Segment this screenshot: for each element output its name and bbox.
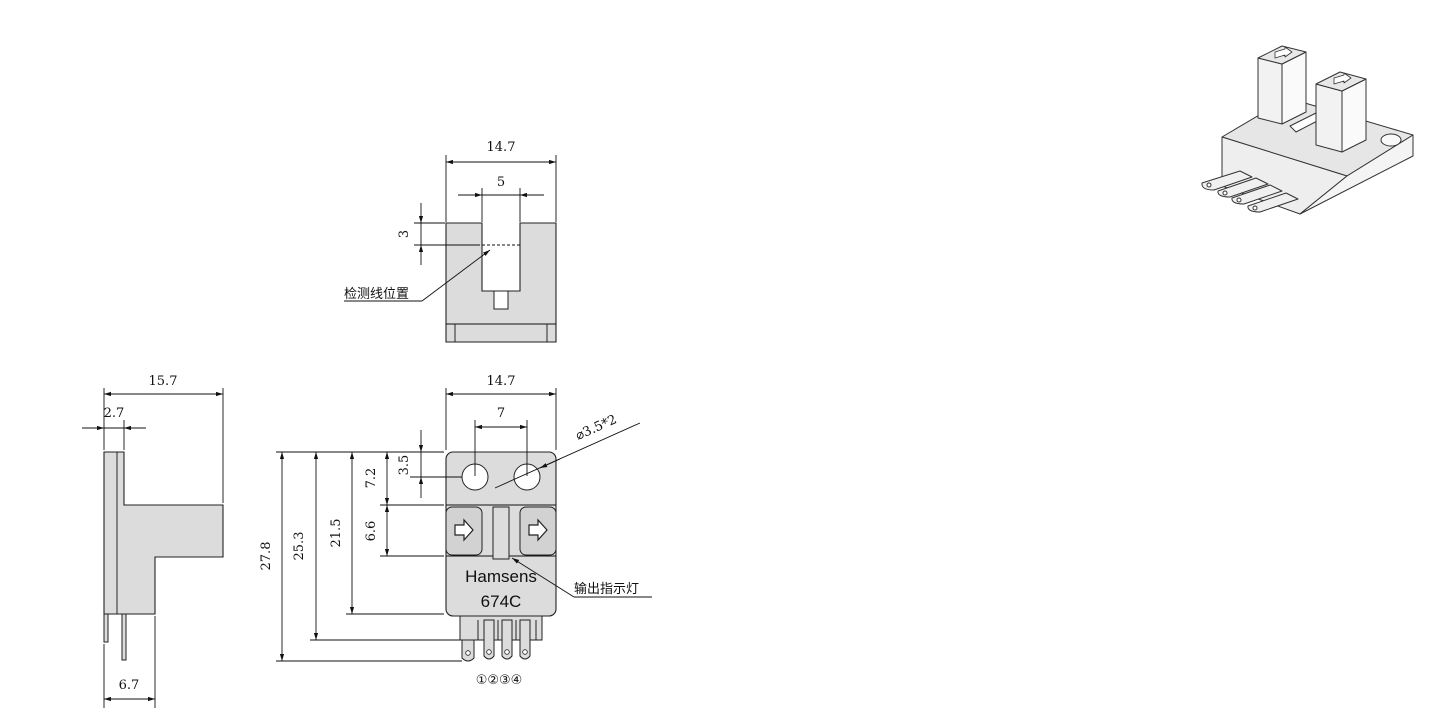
arrow-right-icon <box>528 518 548 542</box>
pin-numbers: ①②③④ <box>476 673 523 688</box>
dim-7-2: 7.2 <box>364 468 379 489</box>
top-view: Hamsens 674C ①②③④ 14.7 7 <box>259 374 652 688</box>
pins <box>461 619 537 662</box>
dim-6-6: 6.6 <box>364 521 379 542</box>
iso-arm-front-front <box>1315 83 1343 153</box>
iso-arm-rear-front <box>1257 57 1283 125</box>
side-pin <box>103 613 109 643</box>
side-offset-dim: 2.7 <box>104 406 125 421</box>
front-slot-tab <box>493 290 509 310</box>
dim-27-8: 27.8 <box>259 542 274 571</box>
dim-25-3: 25.3 <box>292 532 307 561</box>
iso-arm-rear-side <box>1281 51 1307 125</box>
indicator-slot <box>492 506 510 560</box>
dim-3-5: 3.5 <box>397 455 412 476</box>
iso-arm-front-side <box>1341 78 1367 153</box>
iso-pins <box>1201 170 1299 213</box>
front-slot-dim: 5 <box>497 175 505 190</box>
indicator-label: 输出指示灯 <box>574 581 639 597</box>
arrow-right-icon <box>454 518 474 542</box>
iso-base-right <box>1299 134 1414 215</box>
front-view: 14.7 5 3 检测线位置 <box>344 140 557 343</box>
side-depth-dim: 15.7 <box>149 374 178 389</box>
isometric-view <box>1201 45 1414 215</box>
detect-line-label: 检测线位置 <box>344 287 409 302</box>
detect-depth-dim: 3 <box>397 230 412 238</box>
brand-text: Hamsens <box>465 567 537 586</box>
model-text: 674C <box>481 592 522 611</box>
side-body <box>103 451 224 615</box>
side-pin <box>121 613 127 661</box>
top-width-dim: 14.7 <box>487 374 516 389</box>
front-width-dim: 14.7 <box>487 140 516 155</box>
side-pin-dim: 6.7 <box>119 678 140 693</box>
arrow-icon <box>1333 72 1352 85</box>
hole-callout: ⌀3.5*2 <box>574 412 620 443</box>
dim-21-5: 21.5 <box>329 519 344 548</box>
hole-spacing-dim: 7 <box>497 406 505 421</box>
front-body <box>445 222 557 343</box>
arrow-icon <box>1274 46 1293 59</box>
side-view: 15.7 2.7 6.7 <box>82 374 224 708</box>
